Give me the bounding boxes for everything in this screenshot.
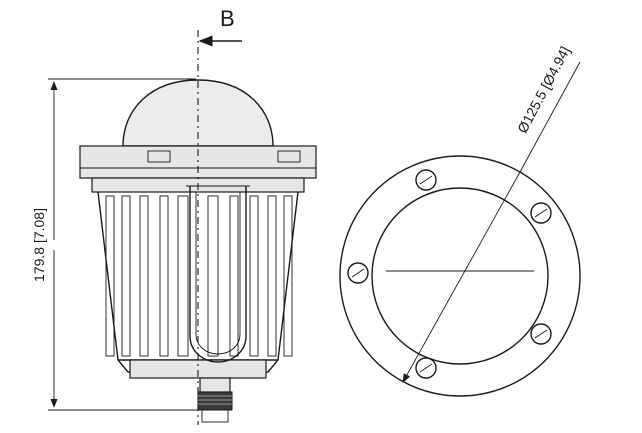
diameter-dimension: Ø125.5 [Ø4.94] (402, 44, 581, 383)
dome-lens (122, 79, 274, 147)
height-dimension-label: 179.8 [7.08] (31, 208, 47, 282)
inner-capsule (189, 186, 247, 363)
outer-flange-circle (339, 155, 581, 397)
section-marker: B (198, 6, 242, 47)
side-view: B 179.8 [7.08] (31, 6, 317, 425)
cooling-ribs (105, 195, 293, 357)
mounting-screws (347, 169, 552, 379)
inner-lens-circle (371, 187, 549, 365)
section-label: B (220, 6, 235, 31)
diameter-dimension-label: Ø125.5 [Ø4.94] (514, 44, 573, 136)
cable-gland (197, 377, 233, 423)
height-dimension: 179.8 [7.08] (31, 78, 198, 411)
top-view: Ø125.5 [Ø4.94] (339, 44, 581, 397)
